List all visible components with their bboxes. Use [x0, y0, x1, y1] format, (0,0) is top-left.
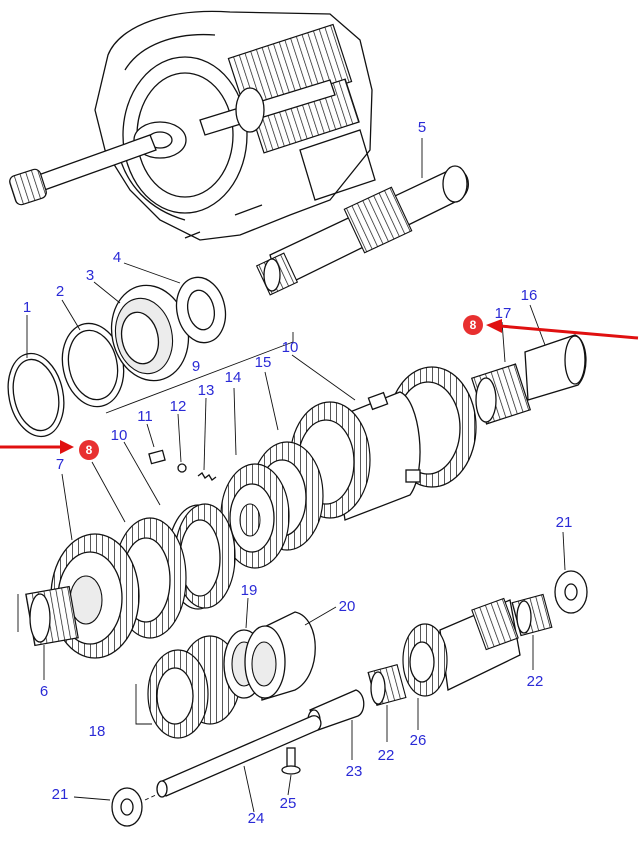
- circlip-part-1: [7, 315, 65, 438]
- callout-26: 26: [410, 732, 427, 749]
- ring-part-2: [61, 299, 125, 408]
- needle-bearing-part-6: [17, 585, 79, 680]
- callout-10: 10: [282, 339, 299, 356]
- callout-19: 19: [241, 582, 258, 599]
- callout-25: 25: [280, 795, 297, 812]
- shaft-part-24: [156, 715, 322, 813]
- callout-22: 22: [378, 747, 395, 764]
- svg-text:8: 8: [86, 443, 93, 457]
- callout-17: 17: [495, 305, 512, 322]
- washer-part-21-right: [554, 531, 588, 614]
- bearing-part-20: [244, 606, 337, 701]
- callout-9: 9: [192, 358, 200, 375]
- callout-22: 22: [527, 673, 544, 690]
- block-part-11: [146, 423, 166, 465]
- callout-10: 10: [111, 427, 128, 444]
- callout-12: 12: [170, 398, 187, 415]
- callout-5: 5: [418, 119, 426, 136]
- highlight-arrow-right: [486, 319, 639, 340]
- svg-text:8: 8: [470, 318, 477, 332]
- callout-20: 20: [339, 598, 356, 615]
- washer-part-21-left: [73, 787, 159, 827]
- washer-part-4: [123, 262, 227, 344]
- needle-bearing-part-17: [470, 321, 532, 425]
- callout-21: 21: [556, 514, 573, 531]
- callout-16: 16: [521, 287, 538, 304]
- synchro-assembly: [220, 354, 477, 569]
- callout-14: 14: [225, 369, 242, 386]
- callout-1: 1: [23, 299, 31, 316]
- callout-24: 24: [248, 810, 265, 827]
- group-bracket-9: [105, 332, 294, 414]
- callout-3: 3: [86, 267, 94, 284]
- callout-4: 4: [113, 249, 121, 266]
- callout-15: 15: [255, 354, 272, 371]
- spring-part-13: [197, 397, 217, 481]
- transmission-housing-illustration: [9, 10, 376, 241]
- callout-2: 2: [56, 283, 64, 300]
- callout-labels: 1234567910101112131415161718192021212222…: [23, 119, 573, 827]
- callout-23: 23: [346, 763, 363, 780]
- callout-13: 13: [198, 382, 215, 399]
- callout-6: 6: [40, 683, 48, 700]
- highlight-badges: 88: [79, 315, 483, 460]
- cluster-gear-part-18: [135, 635, 241, 739]
- cluster-shaft-part-26: [402, 597, 521, 730]
- ball-part-12: [177, 413, 187, 473]
- callout-7: 7: [56, 456, 64, 473]
- bolt-part-25: [281, 747, 301, 796]
- bearing-part-3: [93, 281, 190, 382]
- needle-bearing-part-22-right: [511, 593, 553, 670]
- callout-11: 11: [137, 408, 153, 425]
- highlight-arrow-left: [0, 440, 74, 454]
- callout-21: 21: [52, 786, 69, 803]
- needle-bearing-part-22-lower: [367, 664, 407, 742]
- callout-18: 18: [89, 723, 106, 740]
- highlight-badge-8: 8: [79, 440, 99, 460]
- shaft-part-5: [255, 138, 469, 296]
- sleeve-part-16: [524, 304, 587, 401]
- highlight-badge-8: 8: [463, 315, 483, 335]
